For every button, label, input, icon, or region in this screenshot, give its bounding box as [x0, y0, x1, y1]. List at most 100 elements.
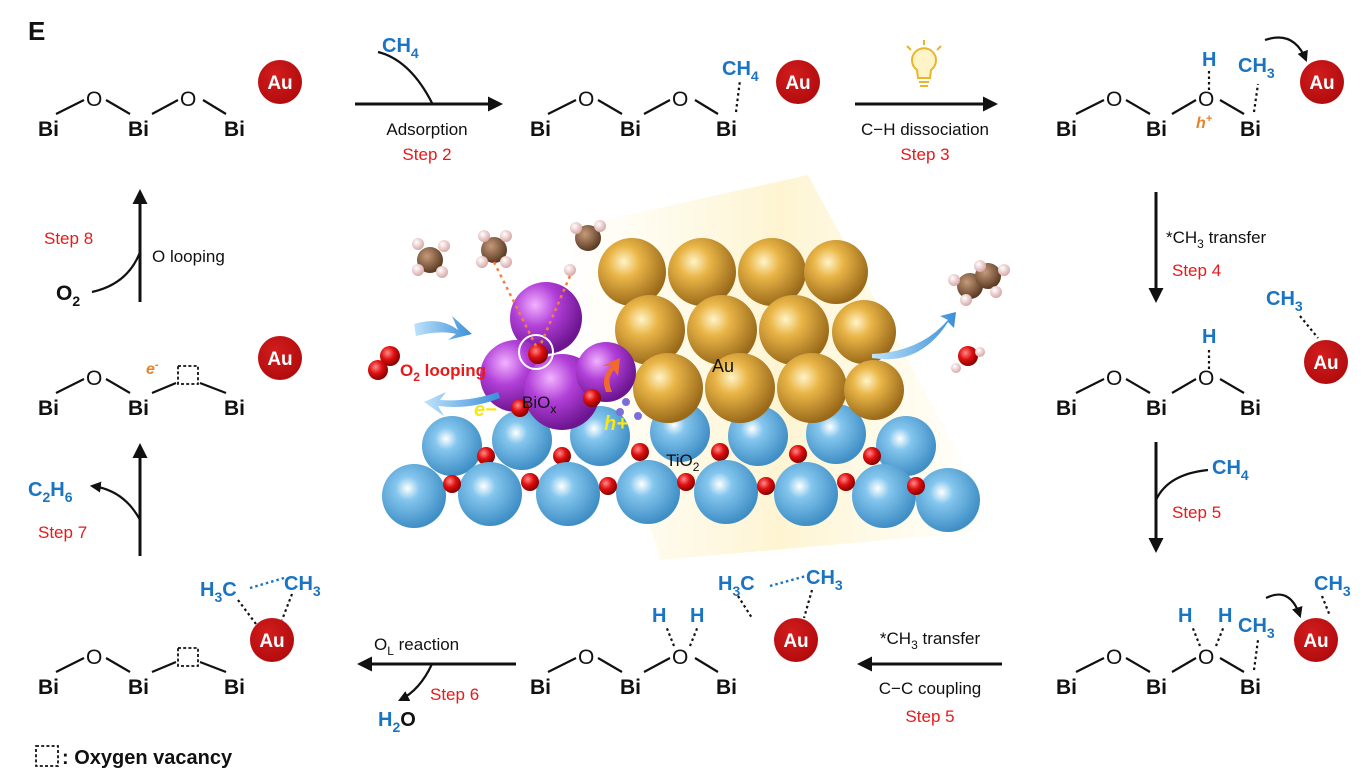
step2-arrow: CH4 Adsorption Step 2: [355, 35, 503, 164]
gold-atom: [776, 60, 820, 104]
oxygen-vacancy-icon: [35, 745, 59, 767]
oxygen-label: O: [1198, 367, 1214, 390]
bismuth-label: Bi: [128, 118, 149, 141]
bismuth-label: Bi: [716, 118, 737, 141]
oxygen-gas-label: O2: [56, 282, 80, 309]
structure-dissociated: O O H Bi Bi Bi h+ CH3 Au: [1056, 36, 1344, 141]
structure-adsorbed: O O Bi Bi Bi CH4 Au: [530, 58, 820, 141]
bismuth-label: Bi: [38, 397, 59, 420]
methane-molecules: [412, 220, 606, 347]
structure-ethane-on-gold: O O H H Bi Bi Bi H3C CH3 Au: [530, 567, 843, 699]
bismuth-label: Bi: [1056, 397, 1077, 420]
step6-label: OL reaction: [374, 635, 459, 658]
bismuth-label: Bi: [620, 676, 641, 699]
step2-number: Step 2: [402, 145, 451, 164]
bismuth-label: Bi: [530, 676, 551, 699]
hydrogen-label: H: [1218, 605, 1232, 627]
bismuth-label: Bi: [1146, 397, 1167, 420]
gold-atom: [1300, 60, 1344, 104]
hydrogen-label: H: [1178, 605, 1192, 627]
gold-atom-label: Au: [1313, 353, 1338, 374]
gold-atom-label: Au: [259, 631, 284, 652]
step8-number: Step 8: [44, 229, 93, 248]
bismuth-label: Bi: [1240, 676, 1261, 699]
bismuth-label: Bi: [1146, 676, 1167, 699]
step7-arrow: C2H6 Step 7: [28, 443, 148, 556]
oxygen-label: O: [578, 646, 594, 669]
oxygen-label: O: [1106, 646, 1122, 669]
step4-number: Step 4: [1172, 261, 1221, 280]
step5b-label2: C−C coupling: [879, 679, 982, 698]
hydrogen-label: H: [1202, 326, 1216, 348]
step6-arrow: OL reaction Step 6 H2O: [357, 635, 516, 735]
gold-cluster: [598, 238, 904, 423]
oxygen-label: O: [1106, 88, 1122, 111]
step8-label: O looping: [152, 247, 225, 266]
lightbulb-icon: [906, 40, 942, 87]
methyl-label: CH3: [1314, 573, 1351, 599]
legend: : Oxygen vacancy: [35, 745, 233, 769]
ethane-label: C2H6: [28, 479, 73, 505]
legend-text: : Oxygen vacancy: [62, 747, 233, 769]
methane-label: CH4: [382, 35, 419, 61]
step8-arrow: O2 Step 8 O looping: [44, 189, 225, 309]
o2-looping-label: O2 looping: [400, 361, 486, 384]
methyl-label: CH3: [1238, 55, 1275, 81]
step7-number: Step 7: [38, 523, 87, 542]
oxygen-label: O: [1198, 88, 1214, 111]
bismuth-label: Bi: [38, 118, 59, 141]
structure-initial: O O Bi Bi Bi Au: [38, 60, 302, 141]
panel-label: E: [28, 16, 45, 46]
gold-atom-label: Au: [783, 631, 808, 652]
gold-atom: [1294, 618, 1338, 662]
methyl-label: H3C: [200, 579, 237, 605]
bismuth-label: Bi: [716, 676, 737, 699]
oxygen-label: O: [86, 367, 102, 390]
oxygen-label: O: [1106, 367, 1122, 390]
gold-atom: [250, 618, 294, 662]
oxygen-label: O: [672, 646, 688, 669]
gold-atom: [774, 618, 818, 662]
oxygen-label: O: [86, 646, 102, 669]
step3-label: C−H dissociation: [861, 120, 989, 139]
gold-atom-label: Au: [267, 73, 292, 94]
gold-atom-label: Au: [267, 349, 292, 370]
step5b-number: Step 5: [905, 707, 954, 726]
step3-number: Step 3: [900, 145, 949, 164]
methyl-label: H3C: [718, 573, 755, 599]
oxygen-label: O: [578, 88, 594, 111]
step5b-arrow: *CH3 transfer C−C coupling Step 5: [857, 629, 1002, 726]
gold-atom-label: Au: [1309, 73, 1334, 94]
hole-label: h+: [604, 413, 628, 435]
oxygen-looping: [368, 316, 620, 416]
cluster-au-label: Au: [712, 356, 734, 376]
bismuth-label: Bi: [128, 676, 149, 699]
bismuth-label: Bi: [1240, 397, 1261, 420]
step5b-label1: *CH3 transfer: [880, 629, 981, 652]
hole-label: h+: [1196, 113, 1213, 132]
bismuth-label: Bi: [1240, 118, 1261, 141]
oxygen-vacancy-marker: [177, 647, 199, 667]
bismuth-label: Bi: [530, 118, 551, 141]
step2-label: Adsorption: [386, 120, 467, 139]
structure-vacancy: O Bi Bi Bi e- Au: [38, 336, 302, 420]
methyl-label: CH3: [284, 573, 321, 599]
hydrogen-label: H: [1202, 49, 1216, 71]
bismuth-label: Bi: [1056, 118, 1077, 141]
bismuth-label: Bi: [224, 397, 245, 420]
methyl-label: CH3: [1238, 615, 1275, 641]
bismuth-label: Bi: [224, 118, 245, 141]
tio2-label: TiO2: [666, 451, 700, 474]
oxygen-vacancy-marker: [177, 365, 199, 385]
methane-label: CH4: [1212, 457, 1249, 483]
bismuth-label: Bi: [1146, 118, 1167, 141]
step5a-arrow: CH4 Step 5: [1148, 442, 1249, 553]
methyl-label: CH3: [806, 567, 843, 593]
center-catalyst-scene: TiO2 Au BiOx: [368, 175, 1010, 560]
electron-label: e−: [474, 399, 497, 421]
hydrogen-label: H: [690, 605, 704, 627]
step3-arrow: C−H dissociation Step 3: [855, 40, 998, 164]
tio2-support: [382, 402, 980, 532]
methyl-label: CH3: [1266, 288, 1303, 314]
